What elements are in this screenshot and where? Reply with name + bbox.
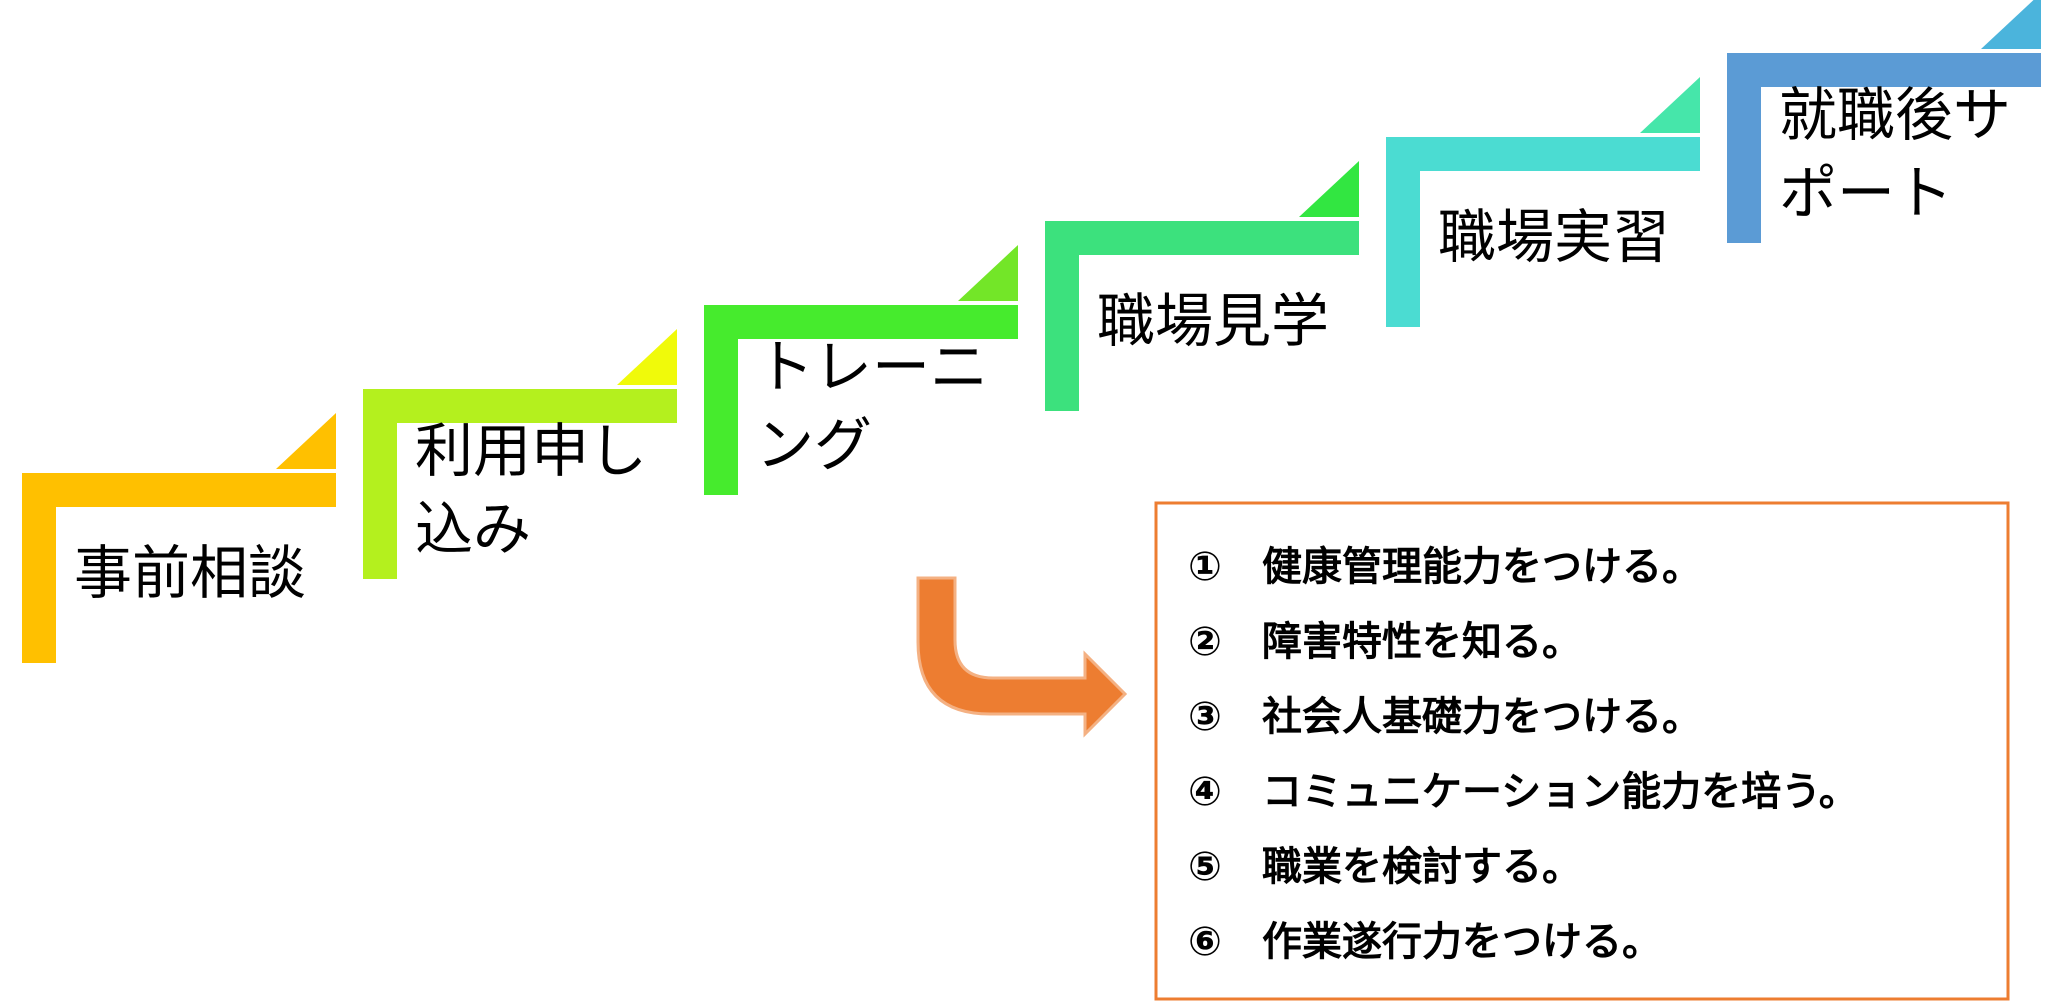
goal-item: ③ 社会人基礎力をつける。 (1188, 694, 1702, 740)
goal-number: ② (1188, 619, 1222, 665)
step-accent-triangle (276, 413, 336, 469)
step-label-line: ング (756, 411, 872, 479)
goal-item: ① 健康管理能力をつける。 (1188, 544, 1702, 590)
step-label-line: ポート (1779, 159, 1953, 227)
step-1: 事前相談 (22, 413, 336, 663)
goal-text: 社会人基礎力をつける。 (1262, 694, 1702, 740)
goal-number: ① (1188, 544, 1222, 590)
step-label-line: 利用申し (415, 417, 647, 485)
step-label-line: 職場実習 (1438, 203, 1670, 271)
goals-box (1154, 501, 2010, 1001)
step-label-line: トレーニ (756, 333, 988, 401)
step-label-line: 職場見学 (1097, 287, 1329, 355)
step-corner-shape (1386, 137, 1700, 327)
step-corner-shape (22, 473, 336, 663)
step-corner-shape (363, 389, 677, 579)
goal-text: コミュニケーション能力を培う。 (1262, 769, 1859, 815)
curved-arrow (916, 576, 1128, 738)
step-4: 職場見学 (1045, 161, 1359, 411)
step-label-line: 込み (415, 495, 531, 563)
goal-item: ⑤ 職業を検討する。 (1188, 844, 1582, 890)
goal-text: 職業を検討する。 (1262, 844, 1582, 890)
goal-number: ④ (1188, 769, 1222, 815)
step-accent-triangle (617, 329, 677, 385)
goal-number: ⑤ (1188, 844, 1222, 890)
goal-text: 作業遂行力をつける。 (1262, 919, 1662, 965)
step-accent-triangle (1640, 77, 1700, 133)
goal-number: ③ (1188, 694, 1222, 740)
goal-text: 障害特性を知る。 (1262, 619, 1582, 665)
goal-text: 健康管理能力をつける。 (1262, 544, 1702, 590)
goal-item: ⑥ 作業遂行力をつける。 (1188, 919, 1662, 965)
step-corner-shape (1045, 221, 1359, 411)
goal-item: ② 障害特性を知る。 (1188, 619, 1582, 665)
step-accent-triangle (1299, 161, 1359, 217)
step-label-line: 事前相談 (74, 539, 306, 607)
goal-number: ⑥ (1188, 919, 1222, 965)
step-corner-shape (1727, 53, 2041, 243)
step-accent-triangle (958, 245, 1018, 301)
step-5: 職場実習 (1386, 77, 1700, 327)
step-label-line: 就職後サ (1779, 81, 2011, 149)
step-corner-shape (704, 305, 1018, 495)
step-accent-triangle (1981, 0, 2041, 49)
goal-item: ④ コミュニケーション能力を培う。 (1188, 769, 1859, 815)
